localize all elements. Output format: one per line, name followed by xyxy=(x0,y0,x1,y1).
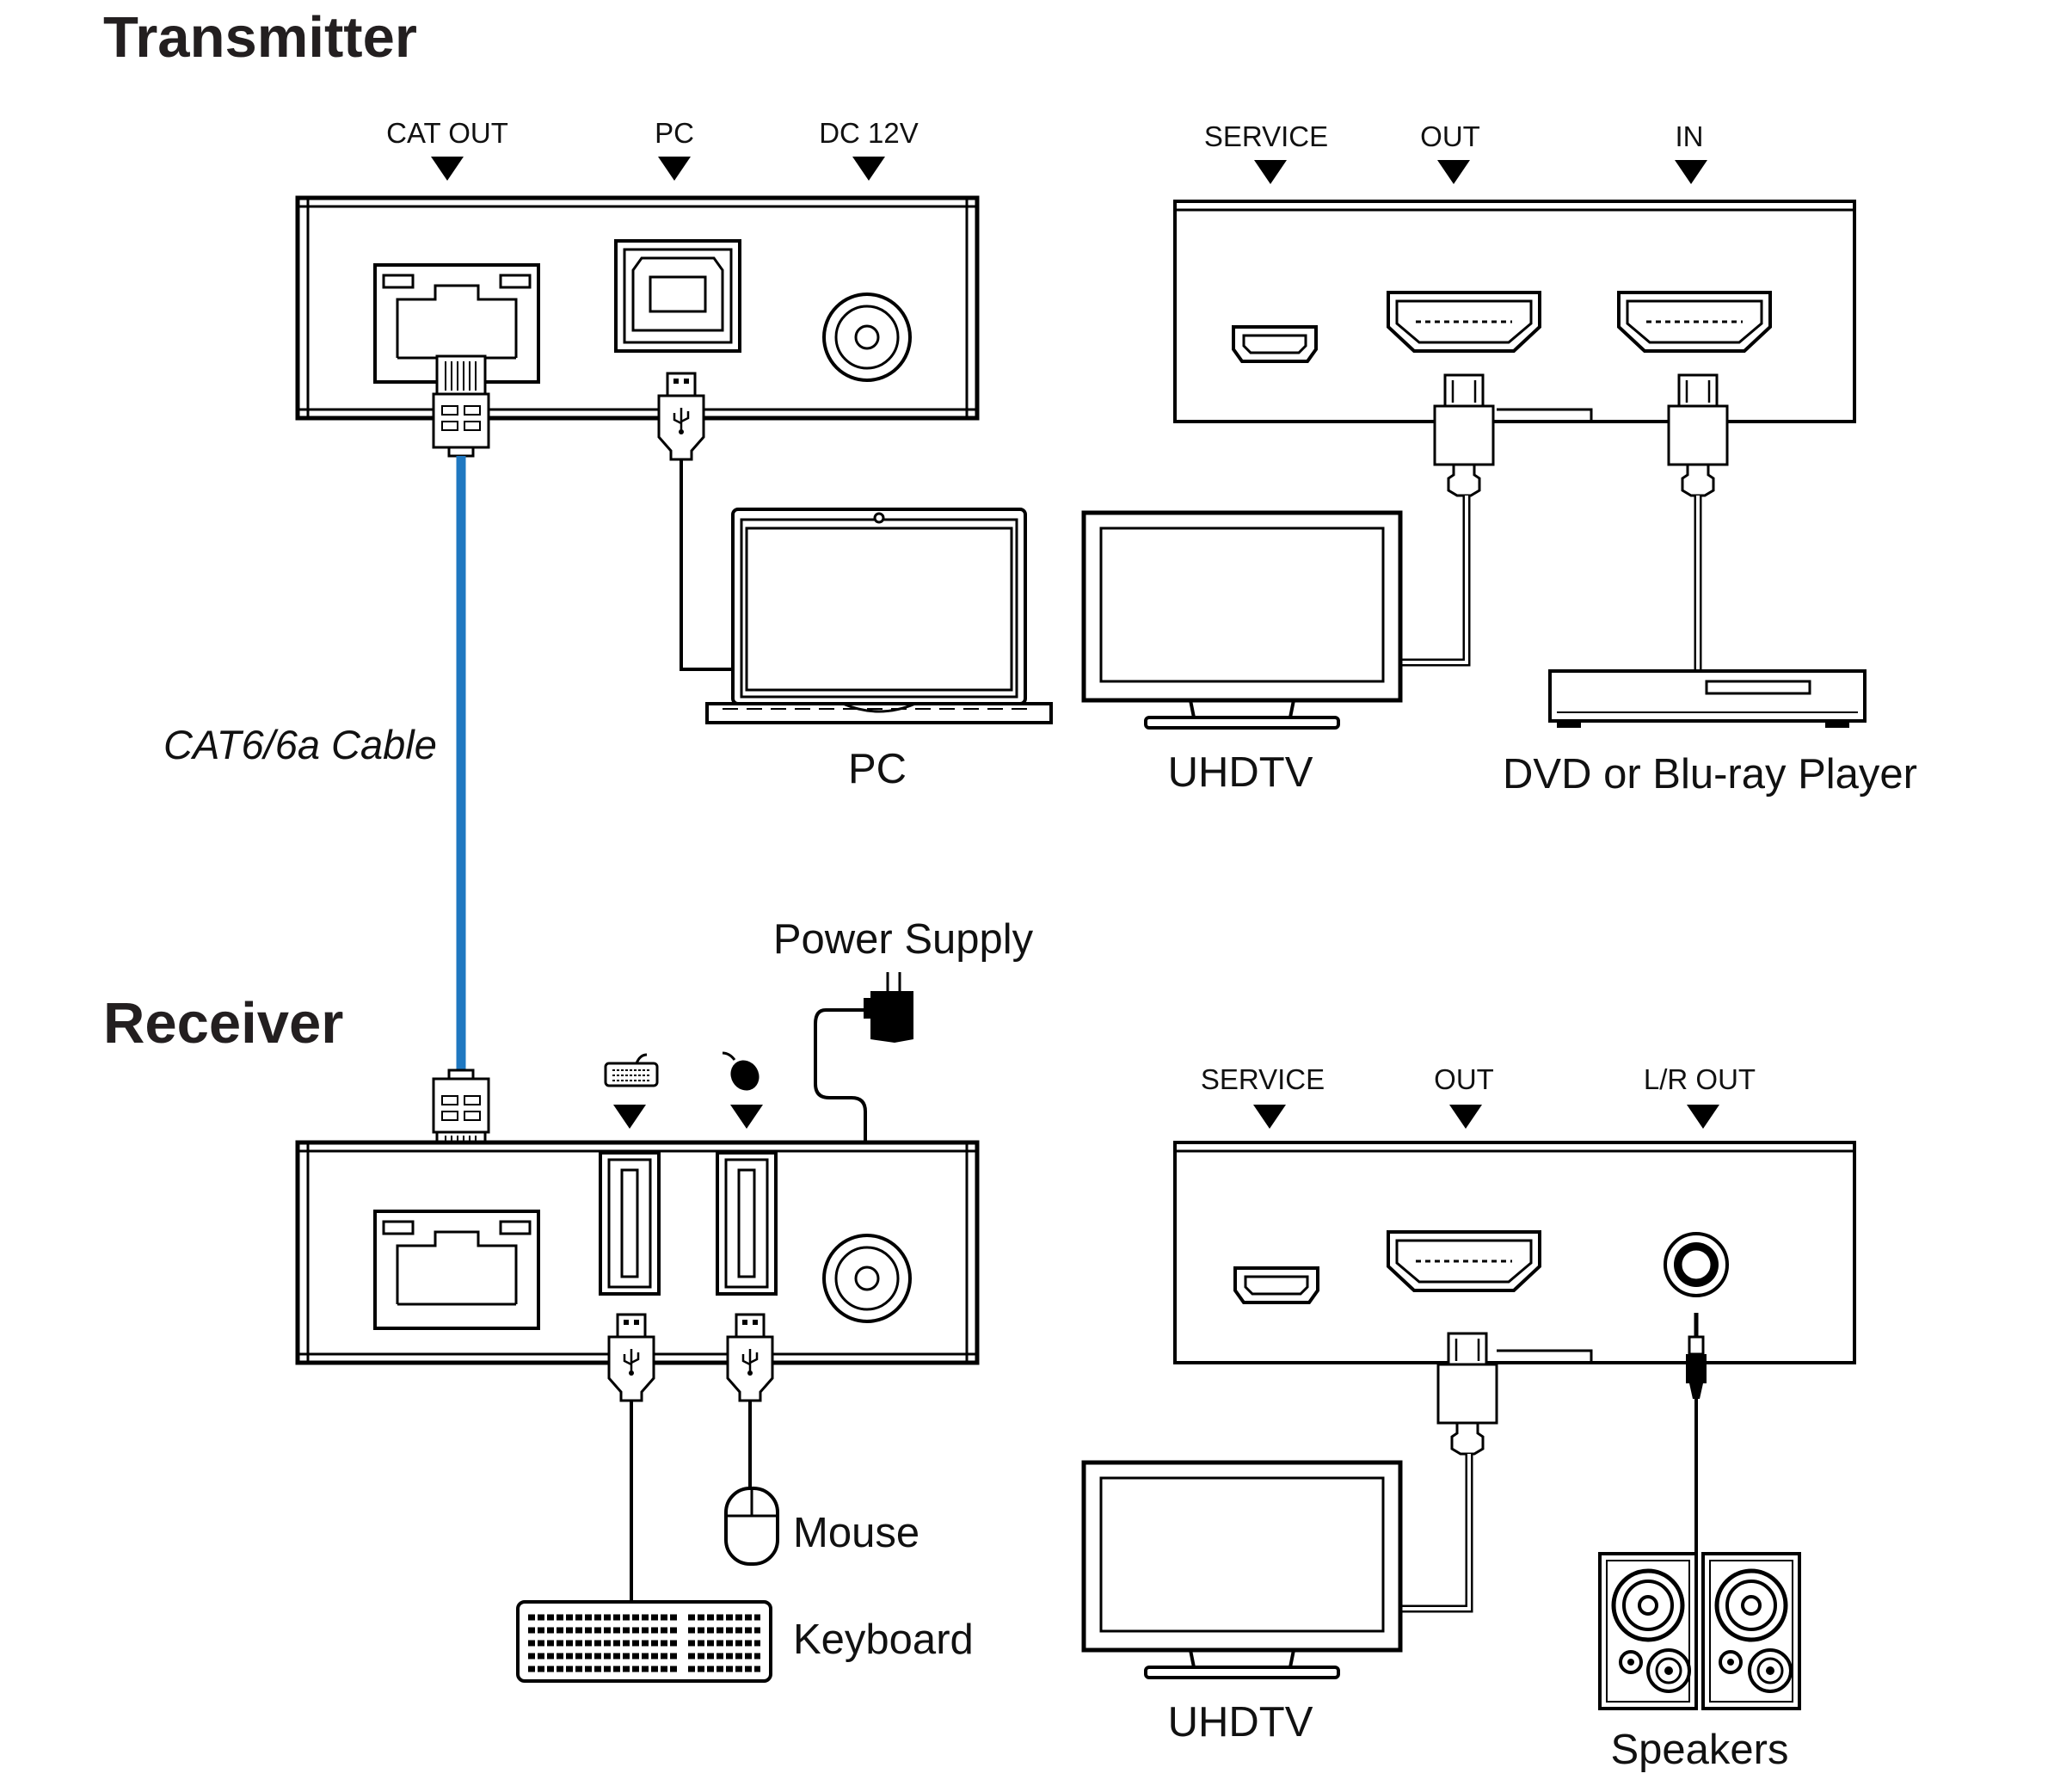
dvd-player-icon xyxy=(1548,669,1867,728)
usb-a-port-icon xyxy=(599,1151,661,1296)
transmitter-left-panel xyxy=(295,195,980,421)
audio-jack-icon xyxy=(1664,1232,1729,1297)
speakers-icon xyxy=(1598,1552,1801,1710)
device-label-pc: PC xyxy=(848,746,907,792)
port-label-dc-12v: DC 12V xyxy=(819,117,919,149)
micro-usb-port-icon xyxy=(1233,1266,1319,1304)
port-label-in: IN xyxy=(1676,120,1704,152)
tv-icon xyxy=(1084,1463,1400,1678)
laptop-icon xyxy=(705,508,1053,724)
hdmi-port-icon xyxy=(1617,291,1772,353)
device-label-uhdtv: UHDTV xyxy=(1168,1699,1313,1746)
transmitter-right-panel xyxy=(1173,200,1856,423)
arrow-down-icon xyxy=(1253,1105,1286,1129)
usb-a-port-icon xyxy=(716,1151,778,1296)
device-label-speakers: Speakers xyxy=(1610,1727,1788,1773)
cat-cable-label: CAT6/6a Cable xyxy=(163,722,437,767)
arrow-down-icon xyxy=(730,1105,763,1129)
arrow-down-icon xyxy=(1687,1105,1719,1129)
receiver-right-panel xyxy=(1173,1141,1856,1364)
dc-jack-icon xyxy=(822,293,912,382)
hdmi-port-icon xyxy=(1387,1230,1541,1292)
transmitter-title: Transmitter xyxy=(103,5,417,70)
keyboard-icon xyxy=(516,1600,772,1683)
usb-cable-line xyxy=(680,459,733,671)
port-label-lr-out: L/R OUT xyxy=(1644,1063,1756,1095)
micro-usb-port-icon xyxy=(1232,325,1318,363)
arrow-down-icon xyxy=(1675,160,1707,184)
power-cable-line xyxy=(814,1008,870,1179)
tv-icon xyxy=(1084,513,1400,728)
power-adapter-icon xyxy=(864,972,913,1043)
device-label-keyboard: Keyboard xyxy=(793,1616,974,1663)
arrow-down-icon xyxy=(852,157,885,181)
hdmi-cable-line xyxy=(1400,496,1468,664)
device-label-uhdtv: UHDTV xyxy=(1168,749,1313,796)
keyboard-port-icon xyxy=(604,1053,659,1087)
audio-plug-icon xyxy=(1686,1313,1707,1399)
mouse-port-icon xyxy=(722,1051,760,1091)
rj45-port-icon xyxy=(373,1210,540,1330)
arrow-down-icon xyxy=(1254,160,1287,184)
arrow-down-icon xyxy=(1437,160,1470,184)
dc-jack-icon xyxy=(822,1234,912,1323)
port-label-service: SERVICE xyxy=(1204,120,1328,152)
port-label-out: OUT xyxy=(1434,1063,1494,1095)
power-supply-label: Power Supply xyxy=(773,916,1034,963)
device-label-dvd-player: DVD or Blu-ray Player xyxy=(1503,751,1917,797)
usb-b-port-icon xyxy=(614,239,741,353)
arrow-down-icon xyxy=(431,157,464,181)
receiver-title: Receiver xyxy=(103,991,343,1056)
device-label-mouse: Mouse xyxy=(793,1510,919,1556)
hdmi-port-icon xyxy=(1387,291,1541,353)
port-label-out: OUT xyxy=(1420,120,1480,152)
arrow-down-icon xyxy=(613,1105,646,1129)
rj45-plug-icon xyxy=(432,354,490,458)
arrow-down-icon xyxy=(658,157,691,181)
hdmi-cable-line xyxy=(1400,1454,1471,1610)
port-label-cat-out: CAT OUT xyxy=(386,117,508,149)
port-label-pc: PC xyxy=(655,117,694,149)
arrow-down-icon xyxy=(1449,1105,1482,1129)
port-label-service: SERVICE xyxy=(1201,1063,1325,1095)
mouse-icon xyxy=(724,1487,779,1566)
